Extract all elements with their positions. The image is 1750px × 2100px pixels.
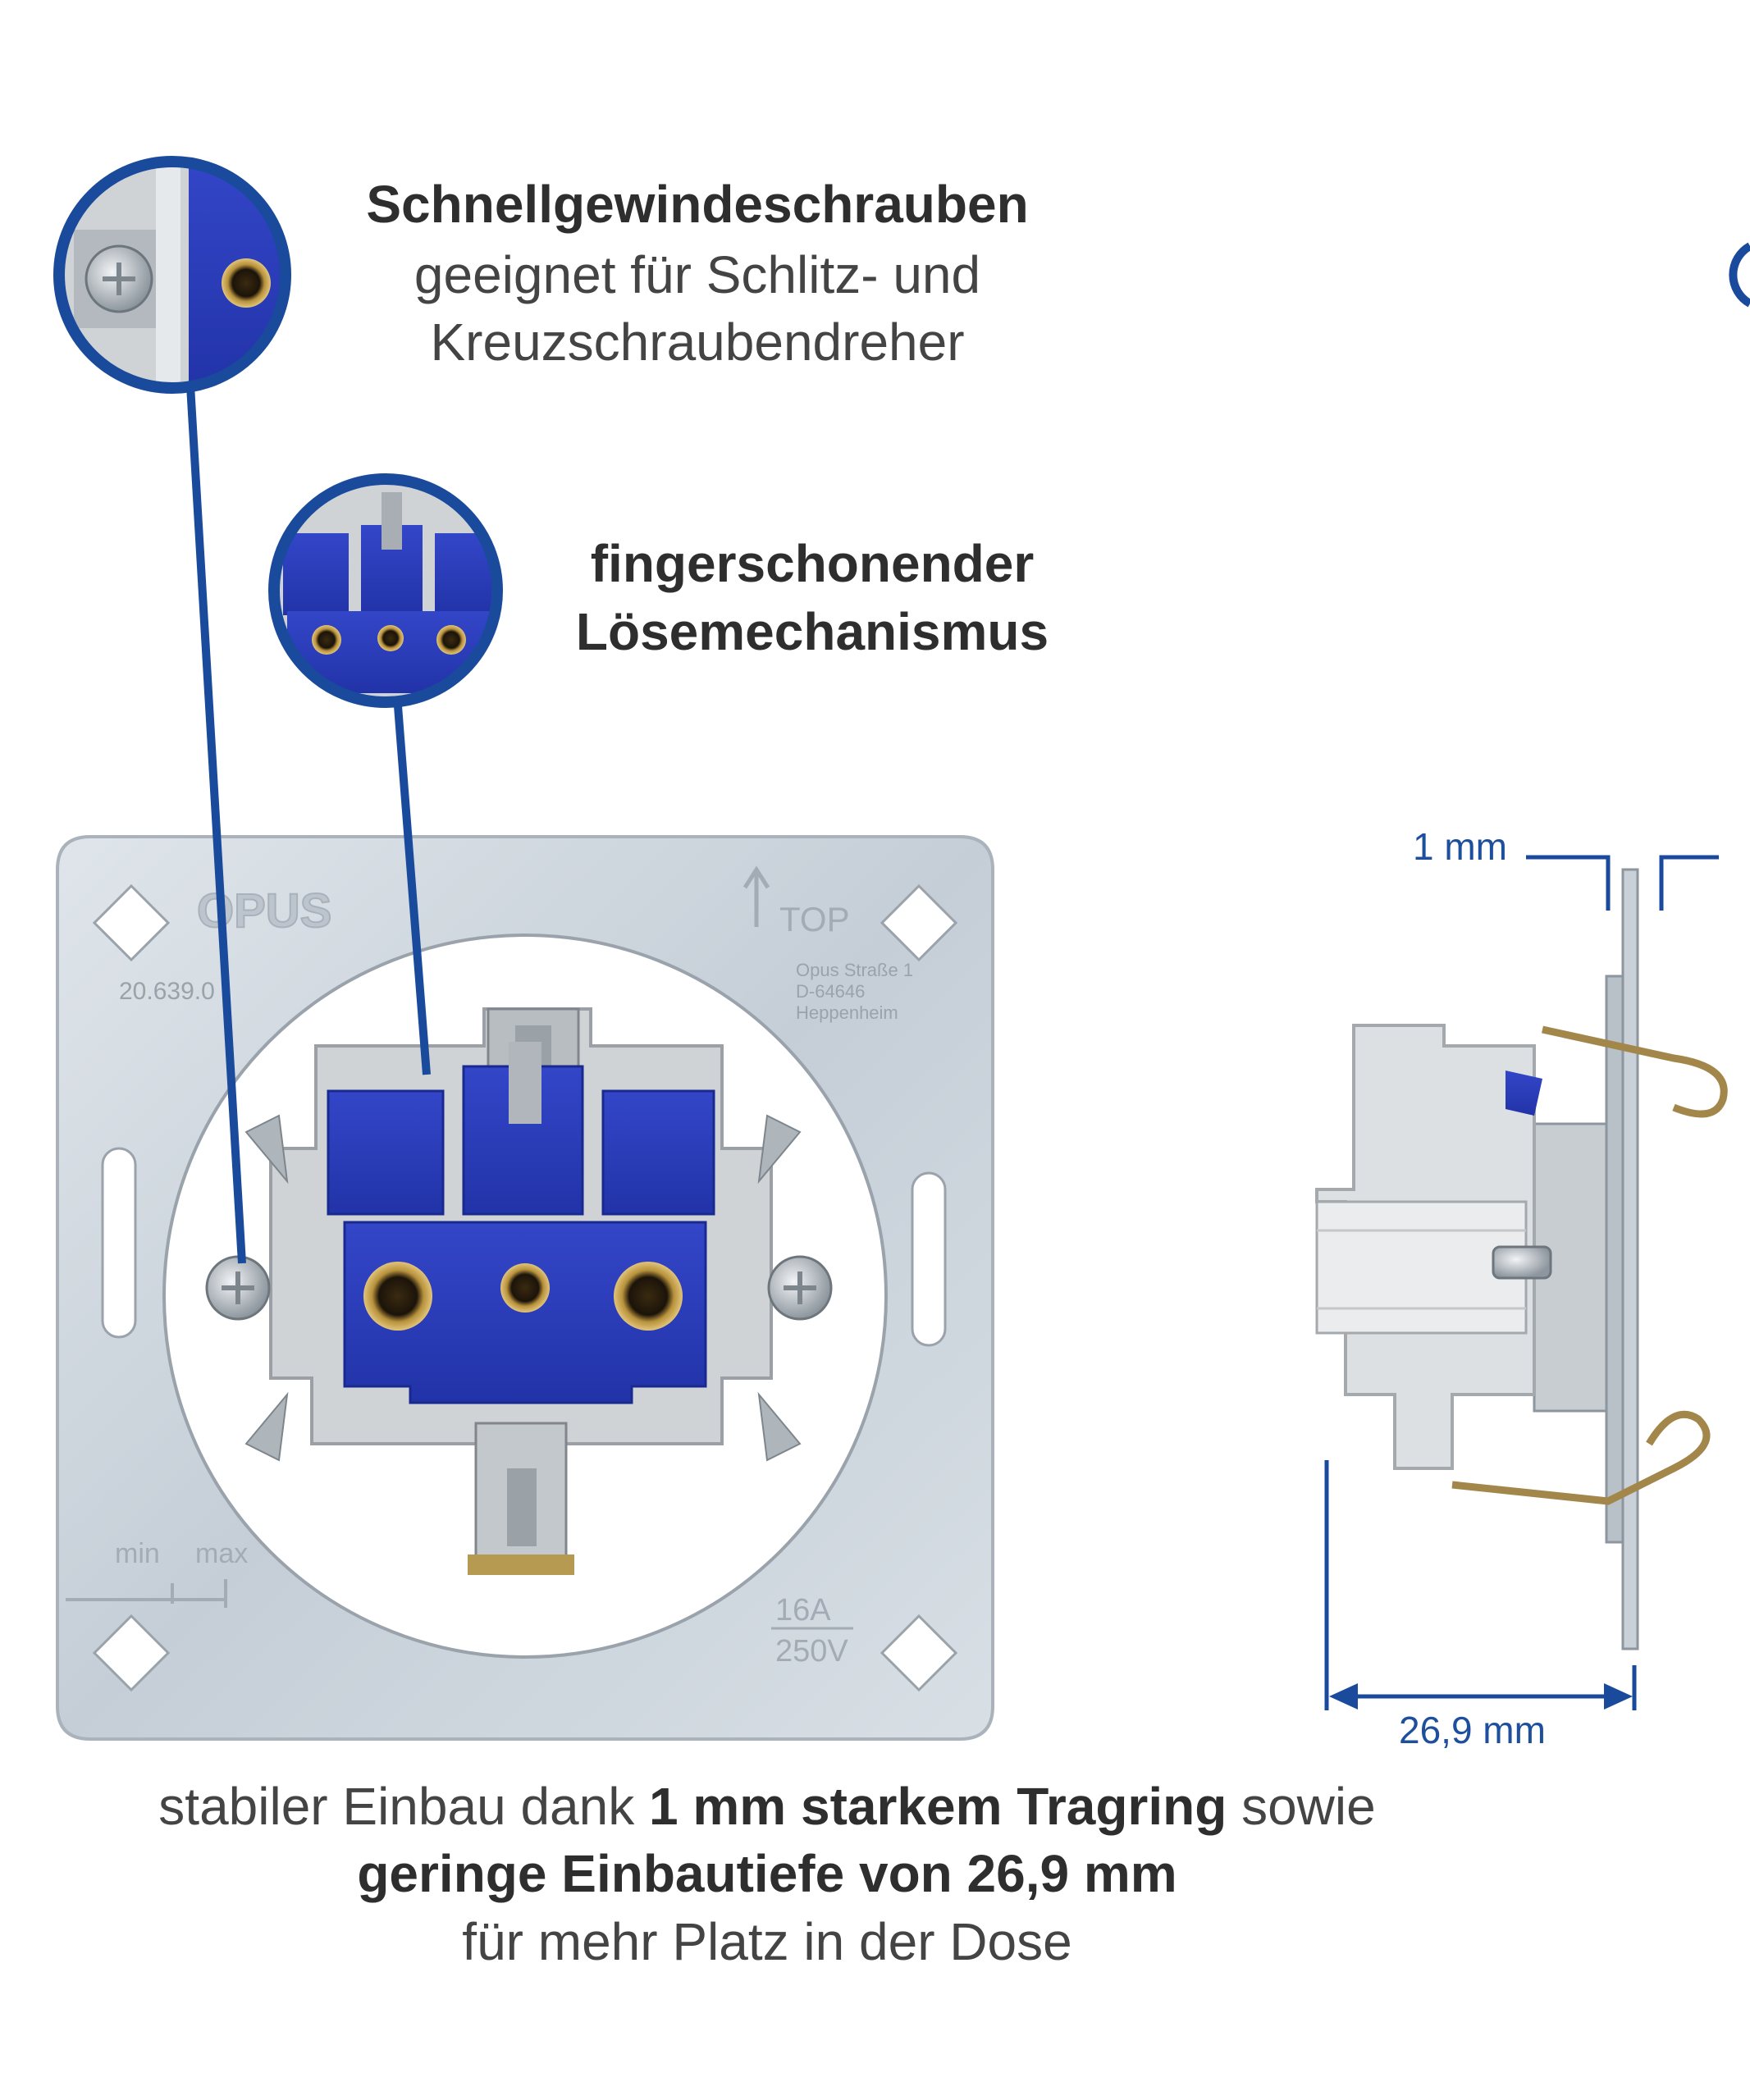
zoom-circle-screw [53,156,291,394]
callout-release-line2: Lösemechanismus [575,602,1049,661]
earth-hole [500,1263,550,1312]
dimension-ring-thickness: 1 mm [1413,825,1507,868]
plate-part-number: 20.639.0 [119,978,215,1005]
plate-address-2: D-64646 [796,981,865,1002]
leader-line-screws [186,385,246,1264]
callout-release-line1: fingerschonender [590,534,1035,593]
dimension-depth: 26,9 mm [1399,1709,1546,1751]
callout-screws-line2: Kreuzschraubendreher [430,313,965,372]
caption-line1-b: 1 mm starkem Tragring [649,1777,1227,1836]
plate-max: max [195,1538,248,1569]
callout-screws-line1: geeignet für Schlitz- und [414,245,981,304]
zoom-circle-release [268,473,503,708]
pin-hole-right [614,1262,683,1331]
plate-min: min [115,1538,160,1569]
plate-rating-voltage: 250V [775,1634,848,1669]
socket-insert [205,1007,833,1575]
callout-screws-title: Schnellgewindeschrauben [366,175,1029,234]
pin-hole-left [363,1262,432,1331]
side-view [1315,855,1728,1710]
partial-zoom-circle-edge [1729,242,1750,308]
plate-rating-current: 16A [775,1593,831,1628]
caption-line1-c: sowie [1227,1777,1376,1836]
caption-line2: geringe Einbautiefe von 26,9 mm [357,1844,1177,1903]
caption-line1-a: stabiler Einbau dank [158,1777,650,1836]
caption-line3: für mehr Platz in der Dose [462,1912,1072,1971]
plate-address-3: Heppenheim [796,1002,898,1023]
plate-top: TOP [779,900,850,938]
caption-line1: stabiler Einbau dank 1 mm starkem Tragri… [49,1776,1485,1837]
leader-line-release [393,695,431,1075]
plate-address-1: Opus Straße 1 [796,960,913,980]
